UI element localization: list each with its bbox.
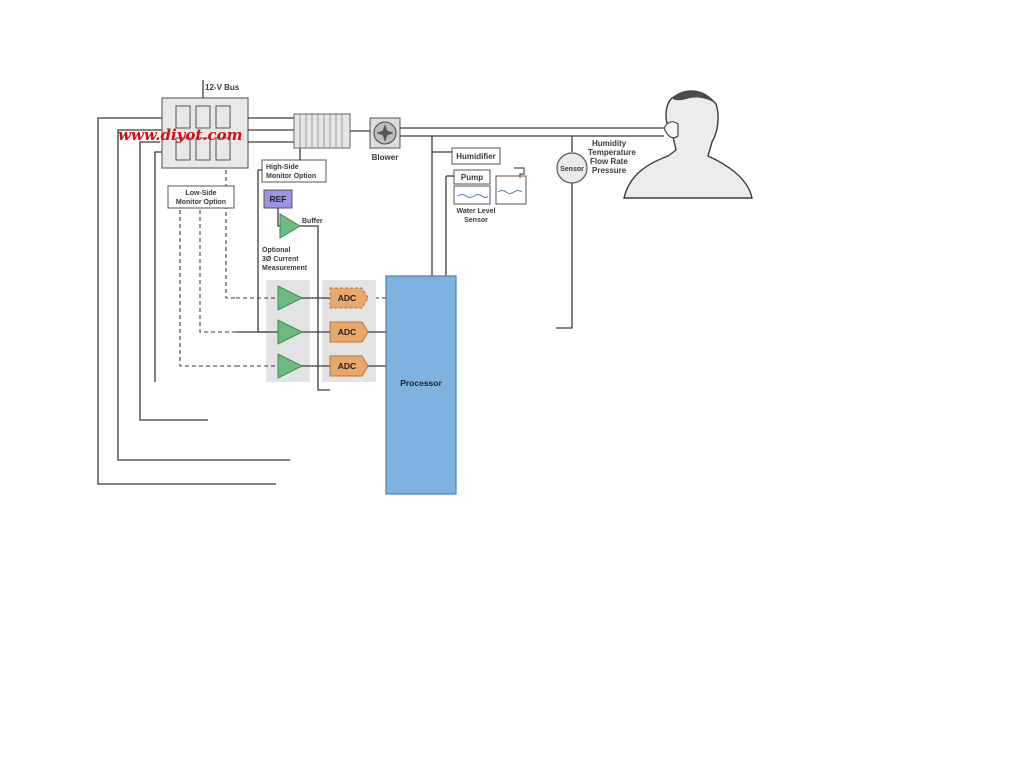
motor — [248, 113, 370, 149]
dashed-wire-2 — [199, 210, 236, 333]
buffer-amp — [279, 213, 301, 239]
high-side-monitor-box — [261, 159, 327, 183]
faucet-icon — [514, 167, 525, 178]
air-tube — [400, 127, 664, 137]
bus-label: 12-V Bus — [205, 83, 240, 92]
current-sense-row-2: ADC — [236, 319, 386, 345]
optional-line3: Measurement — [262, 265, 308, 272]
buffer-out-wire — [300, 225, 330, 391]
adc-label-1: ADC — [338, 293, 356, 303]
humidifier-box — [451, 147, 501, 165]
sensor-temperature: Temperature — [588, 148, 636, 157]
dashed-wire-1 — [225, 170, 236, 299]
water-level-line1: Water Level — [456, 208, 495, 215]
processor-label: Processor — [400, 378, 442, 388]
low-side-monitor-line1: Low-Side — [185, 190, 216, 197]
pump-tank — [453, 185, 491, 205]
high-side-monitor-line2: Monitor Option — [266, 173, 316, 180]
low-side-monitor-box — [167, 185, 235, 209]
current-sense-row-3: ADC — [236, 353, 386, 379]
processor-block — [385, 275, 457, 495]
optional-line1: Optional — [262, 247, 290, 254]
buffer-label: Buffer — [302, 218, 323, 225]
sensor-label: Sensor — [560, 166, 584, 173]
adc-label-3: ADC — [338, 361, 356, 371]
current-sense-ref-label: REF — [270, 194, 287, 204]
sensor-flow-rate: Flow Rate — [590, 157, 628, 166]
dashed-wire-3 — [179, 210, 236, 367]
left-wires — [97, 117, 290, 485]
patient-figure — [623, 90, 753, 199]
low-side-monitor-line2: Monitor Option — [176, 199, 226, 206]
water-level-line2: Sensor — [464, 217, 488, 224]
adc-label-2: ADC — [338, 327, 356, 337]
blower-label: Blower — [372, 153, 399, 162]
bridge-switches — [175, 105, 231, 161]
humidifier-label: Humidifier — [456, 152, 496, 161]
high-side-monitor-line1: High-Side — [266, 164, 299, 171]
water-tank — [495, 175, 527, 205]
optional-line2: 3Ø Current — [262, 256, 299, 263]
sensor-humidity: Humidity — [592, 139, 627, 148]
ref-buffer-wire — [277, 208, 280, 227]
sensor-signal-wire — [556, 183, 573, 329]
pump-label: Pump — [461, 173, 483, 182]
blower-icon — [369, 117, 401, 149]
pump-box — [453, 169, 491, 185]
sensor-pressure: Pressure — [592, 166, 627, 175]
current-sense-row-1: ADC — [236, 285, 369, 311]
watermark: www.diyot.com — [118, 126, 243, 144]
